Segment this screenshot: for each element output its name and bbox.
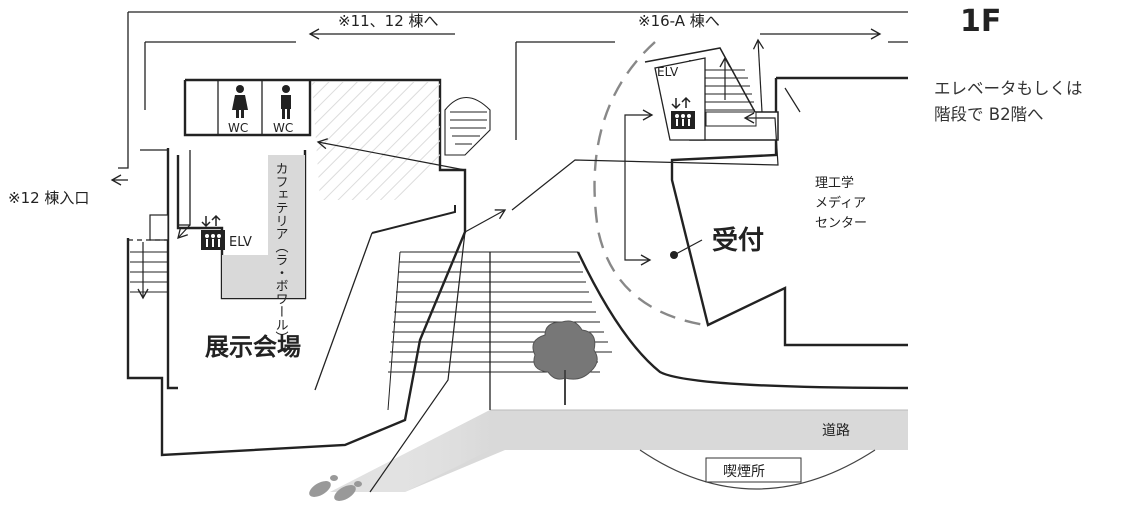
floor-heading: 1F — [960, 4, 1002, 39]
footprints-icon — [309, 475, 362, 501]
road-label: 道路 — [822, 423, 850, 439]
media-center-walls — [670, 76, 908, 347]
reception-area-boundary — [593, 41, 706, 327]
elevator-icon — [201, 214, 225, 250]
east-stair-block — [644, 47, 779, 141]
stairs-left-wall — [387, 251, 401, 411]
cafeteria-strip — [222, 255, 268, 298]
wc-block — [217, 80, 263, 135]
reception-label: 受付 — [712, 225, 764, 256]
reception-point — [670, 251, 678, 259]
wc-label-left: WC — [228, 121, 248, 135]
tree-icon — [532, 320, 598, 405]
smoking-area-box — [705, 457, 802, 483]
exhibition-inner-wall — [314, 232, 373, 391]
direction-label-11-12: ※11、12 棟へ — [338, 12, 439, 30]
direction-label-16a: ※16-A 棟へ — [638, 12, 720, 30]
smoking-area-label: 喫煙所 — [723, 464, 765, 480]
female-restroom-icon — [232, 85, 248, 118]
hatched-open-area — [312, 82, 440, 200]
elevator-west-label: ELV — [229, 235, 252, 250]
cafeteria-area — [268, 155, 305, 298]
male-restroom-icon — [281, 85, 291, 119]
exhibition-floor-edge — [371, 205, 456, 234]
route-arrows — [316, 38, 779, 493]
building-12-entrance-label: ※12 棟入口 — [8, 189, 89, 207]
floor-instruction: エレベータもしくは 階段で B2階へ — [934, 76, 1139, 128]
elevator-east-label: ELV — [657, 65, 679, 79]
media-center-label-1: 理工学 — [815, 175, 854, 191]
stairs-curved-wall — [576, 251, 909, 390]
media-center-label-3: センター — [815, 216, 867, 231]
instruction-line-2: 階段で B2階へ — [934, 105, 1044, 124]
media-center-label-2: メディア — [815, 195, 866, 211]
west-stairs — [128, 214, 169, 300]
wc-label-right: WC — [273, 121, 293, 135]
elevator-west — [177, 150, 191, 239]
corridor-lines — [118, 11, 908, 169]
media-center-door — [784, 87, 801, 113]
road-area — [330, 409, 908, 492]
instruction-line-1: エレベータもしくは — [934, 79, 1083, 98]
cafeteria-label: カフェテリア（ラ・ボワール） — [273, 162, 289, 344]
exhibition-hall-label: 展示会場 — [205, 333, 301, 361]
elevator-east-icon — [671, 96, 695, 129]
spiral-stairs — [444, 96, 491, 156]
